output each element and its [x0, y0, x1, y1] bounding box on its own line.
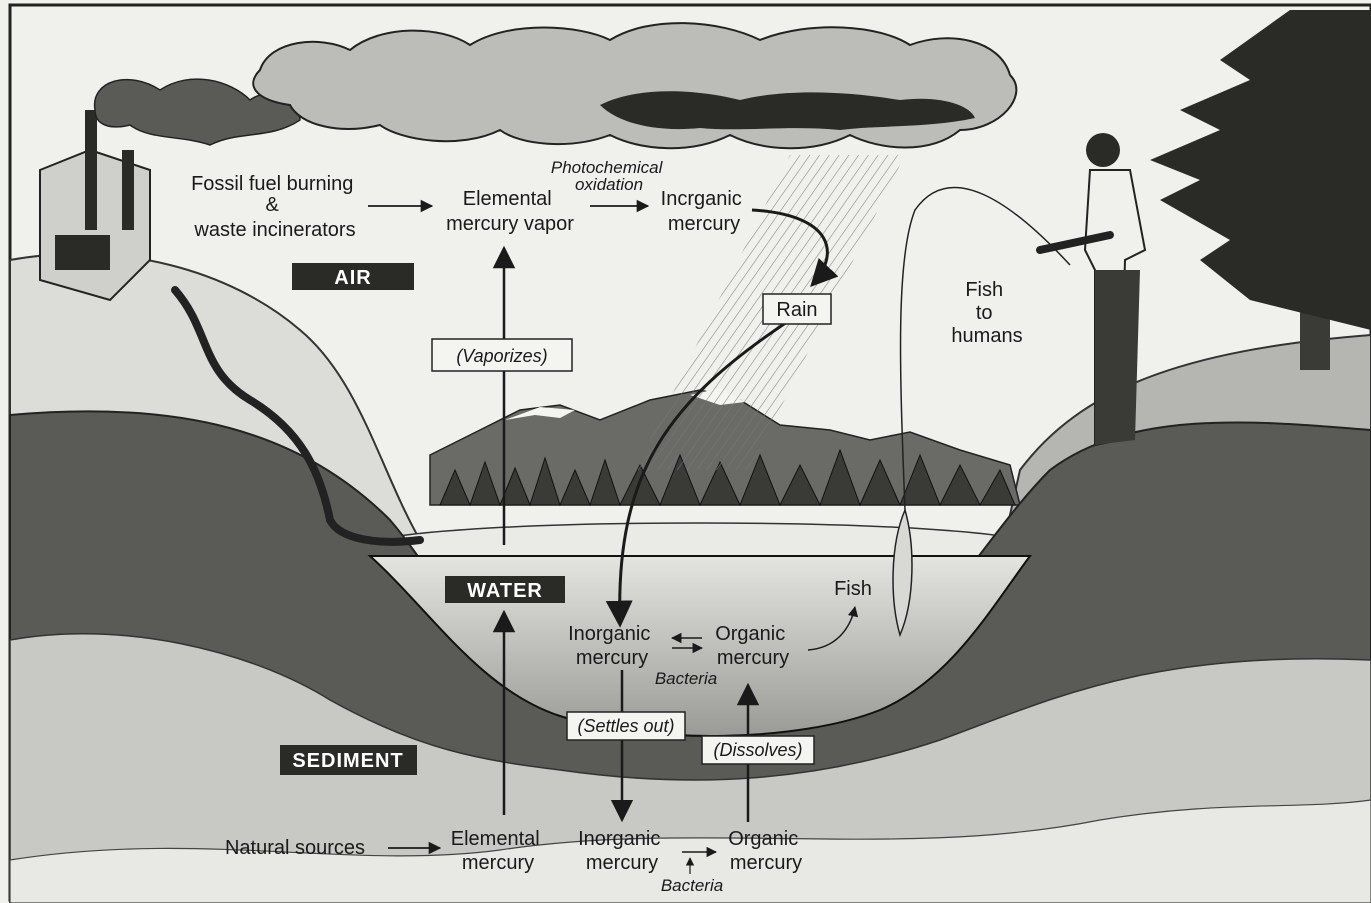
natural-sources-label: Natural sources — [225, 837, 365, 859]
air-zone-label: AIR — [334, 267, 371, 289]
rain-label: Rain — [776, 299, 817, 321]
settles-label: (Settles out) — [577, 716, 674, 736]
water-bacteria-label: Bacteria — [655, 669, 717, 688]
dissolves-label: (Dissolves) — [713, 740, 802, 760]
sediment-bacteria-label: Bacteria — [661, 876, 723, 895]
vaporizes-label: (Vaporizes) — [456, 346, 547, 366]
water-zone-label: WATER — [467, 580, 543, 602]
sediment-zone-label: SEDIMENT — [292, 750, 403, 772]
fish-label: Fish — [834, 578, 872, 600]
